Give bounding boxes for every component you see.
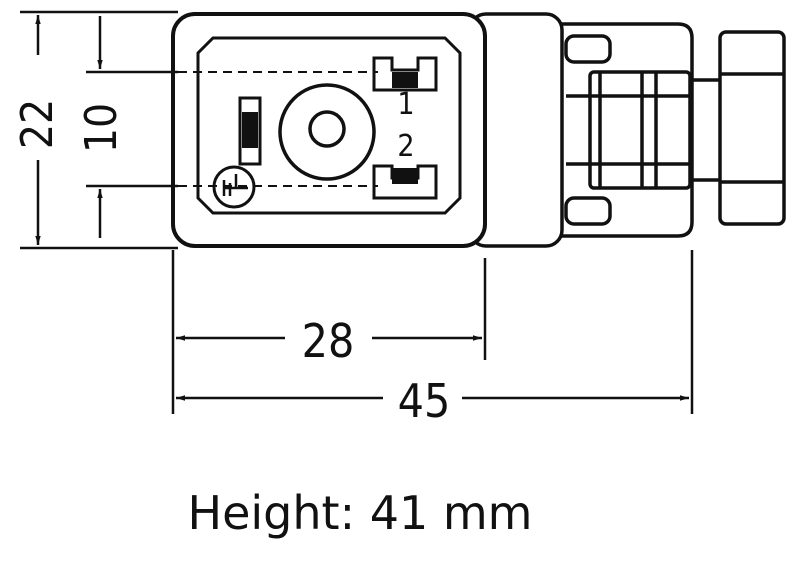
dim-width-body	[171, 250, 487, 414]
front-face	[171, 12, 487, 248]
center-screw-outer	[278, 83, 376, 181]
dim-width-body-label: 28	[302, 314, 355, 368]
dim-width-total	[176, 250, 694, 414]
cable-gland	[560, 22, 786, 238]
dim-width-total-label: 45	[398, 374, 451, 428]
inner-panel	[196, 36, 462, 215]
dim-height-total	[20, 10, 178, 250]
connector-housing	[171, 12, 564, 248]
height-note: Height: 41 mm	[187, 486, 533, 540]
dim-contact-pitch	[86, 16, 178, 238]
pin2-label: 2	[397, 129, 414, 164]
ground-contact	[238, 96, 262, 166]
dim-height-total-label: 22	[12, 99, 63, 149]
center-screw-inner	[308, 110, 346, 148]
pin1-contact	[372, 56, 438, 92]
dim-contact-pitch-label: 10	[76, 103, 127, 153]
pin1-label: 1	[397, 87, 414, 122]
